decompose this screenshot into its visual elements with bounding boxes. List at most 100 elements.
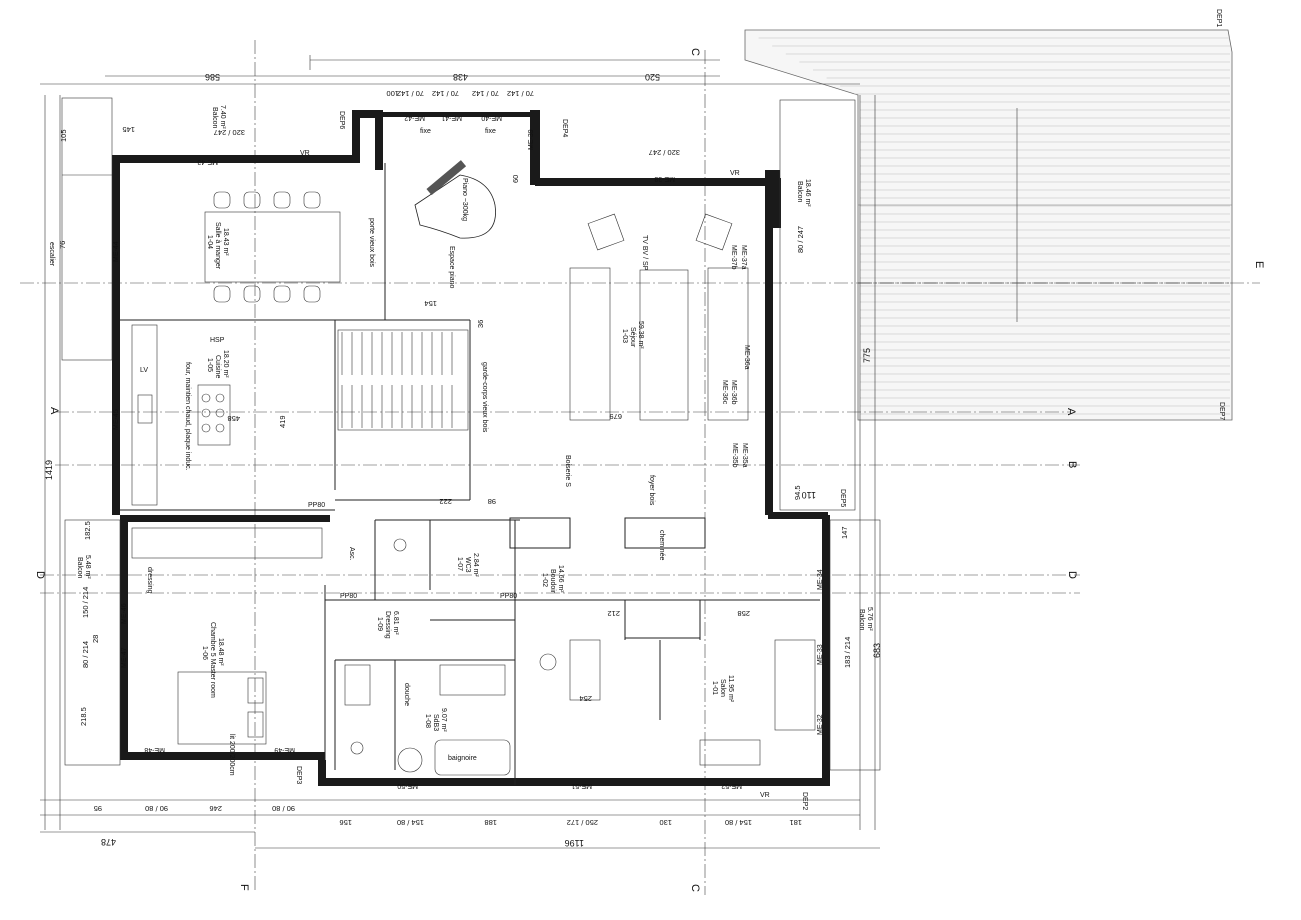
dim-bottom-154-80-1: 154 / 80 [397, 818, 424, 827]
room-area-1-09: 6.81 m² [392, 611, 399, 635]
dim-212: 212 [607, 609, 620, 618]
room-name-1-09: Dressing [384, 611, 391, 639]
dim-bottom-246: 246 [209, 804, 222, 813]
dim-147: 147 [840, 526, 849, 539]
level-DEP5: DEP5 [839, 489, 846, 507]
label-vr-1: VR [300, 150, 310, 157]
section-D-right: D [1066, 571, 1078, 579]
dim-overall-1196: 1196 [565, 838, 584, 848]
dining-chair [243, 191, 261, 209]
tag-ME-37a: ME-37a [740, 245, 747, 270]
dim-98: 98 [488, 497, 496, 506]
room-area-1-07: 2.84 m² [472, 553, 479, 577]
label-dressing: dressing [146, 567, 153, 594]
dim-80-214: 80 / 214 [81, 641, 90, 668]
room-area-1-06: 18.48 m² [217, 638, 224, 666]
interior-walls [120, 163, 820, 785]
tag-ME-50: ME-50 [397, 782, 418, 789]
dimension-lines [40, 55, 880, 849]
dining-table [204, 191, 341, 303]
tag-ME-37b: ME-37b [730, 245, 737, 270]
tag-ME-35a: ME-35a [741, 443, 748, 468]
dim-28: 28 [91, 635, 100, 643]
dining-chair [273, 285, 291, 303]
dim-top-70-4: 70 / 142 [507, 89, 534, 98]
balcony-1-name: Balcon [211, 107, 218, 129]
balcony-2-name: Balcon [796, 181, 803, 203]
roof-tiles [744, 29, 1233, 421]
tag-ME-44: ME-44 [113, 241, 120, 262]
dim-right-110: 110 [802, 490, 816, 500]
room-id-1-07: 1-07 [456, 557, 463, 571]
dining-chair [213, 285, 231, 303]
kitchen [131, 324, 231, 506]
dim-80-247: 80 / 247 [796, 226, 805, 253]
piano [414, 160, 496, 239]
tag-ME-52: ME-52 [721, 782, 742, 789]
room-id-1-06: 1-06 [201, 646, 208, 660]
dining-chair [303, 191, 321, 209]
room-area-1-02: 14.66 m² [557, 565, 564, 593]
tag-ME-47: ME-47 [121, 647, 128, 668]
label-boiserie: Boiserie S [564, 455, 571, 487]
dim-222: 222 [439, 497, 452, 506]
tag-ME-35b: ME-35b [731, 443, 738, 468]
balcony-3-name: Balcon [76, 557, 83, 579]
dim-top-70-1: 70 / 142 [397, 89, 424, 98]
dim-182-5: 182.5 [83, 521, 92, 540]
dim-679: 679 [609, 412, 622, 421]
sofas [569, 213, 749, 421]
label-fixe-2: fixe [485, 128, 496, 135]
label-pp80-1: PP80 [308, 502, 325, 509]
balcony-4-area: 5.76 m² [866, 607, 873, 631]
dim-right-683: 683 [872, 643, 882, 658]
dining-chair [303, 285, 321, 303]
label-douche: douche [403, 683, 410, 706]
level-markers: DEP1 DEP2 DEP3 DEP4 DEP5 DEP6 DEP7 [295, 9, 1225, 810]
label-espace-piano: Espace piano [448, 246, 455, 289]
tag-ME-36a: ME-36a [743, 345, 750, 370]
room-id-1-04: 1-04 [206, 235, 213, 249]
balcony-4-name: Balcon [858, 609, 865, 631]
dim-bottom-154-80-2: 154 / 80 [725, 818, 752, 827]
balcony-1-area: 7.40 m² [219, 105, 226, 129]
dim-top-70-2: 70 / 142 [432, 89, 459, 98]
tag-ME-34: ME-34 [817, 569, 824, 590]
section-markers: A A B C C D D E F [34, 48, 1265, 892]
level-DEP6: DEP6 [338, 111, 345, 129]
room-id-1-01: 1-01 [711, 681, 718, 695]
label-baignoire: baignoire [448, 755, 477, 762]
dim-458: 458 [227, 414, 240, 423]
dim-top-70-3: 70 / 142 [472, 89, 499, 98]
level-DEP2: DEP2 [801, 792, 808, 810]
section-C-bottom: C [689, 884, 701, 892]
dim-218-5: 218.5 [79, 707, 88, 726]
dim-bottom-95: 95 [94, 804, 102, 813]
dim-top-520: 520 [645, 72, 660, 82]
dim-top-586: 586 [205, 72, 220, 82]
room-area-1-03: 59.38 m² [637, 321, 644, 349]
room-area-1-08: 9.07 m² [440, 708, 447, 732]
label-fourneau: four, maintien chaud, plaque induc. [184, 362, 191, 471]
dim-bottom-90-80-2: 90 / 80 [272, 804, 295, 813]
tag-ME-48: ME-48 [144, 746, 165, 753]
dim-bottom-181: 181 [789, 818, 802, 827]
dim-154: 154 [424, 299, 437, 308]
dim-bottom-156: 156 [339, 818, 352, 827]
section-D-left: D [34, 571, 46, 579]
room-area-1-01: 11.95 m² [727, 675, 734, 703]
dim-top-438: 438 [453, 72, 468, 82]
tag-ME-39: ME-39 [528, 129, 535, 150]
dining-chair [273, 191, 291, 209]
dim-419: 419 [278, 415, 287, 428]
dim-bottom-250-172: 250 / 172 [567, 818, 598, 827]
tag-ME-51: ME-51 [571, 782, 592, 789]
dim-183-214: 183 / 214 [843, 637, 852, 668]
level-DEP1: DEP1 [1215, 9, 1222, 27]
section-A-right: A [1065, 408, 1077, 416]
label-pp80-2: PP80 [340, 593, 357, 600]
label-lv: LV [140, 367, 148, 374]
label-porte-vieux-bois: porte vieux bois [368, 218, 375, 268]
room-name-1-01: Salon [719, 679, 726, 697]
